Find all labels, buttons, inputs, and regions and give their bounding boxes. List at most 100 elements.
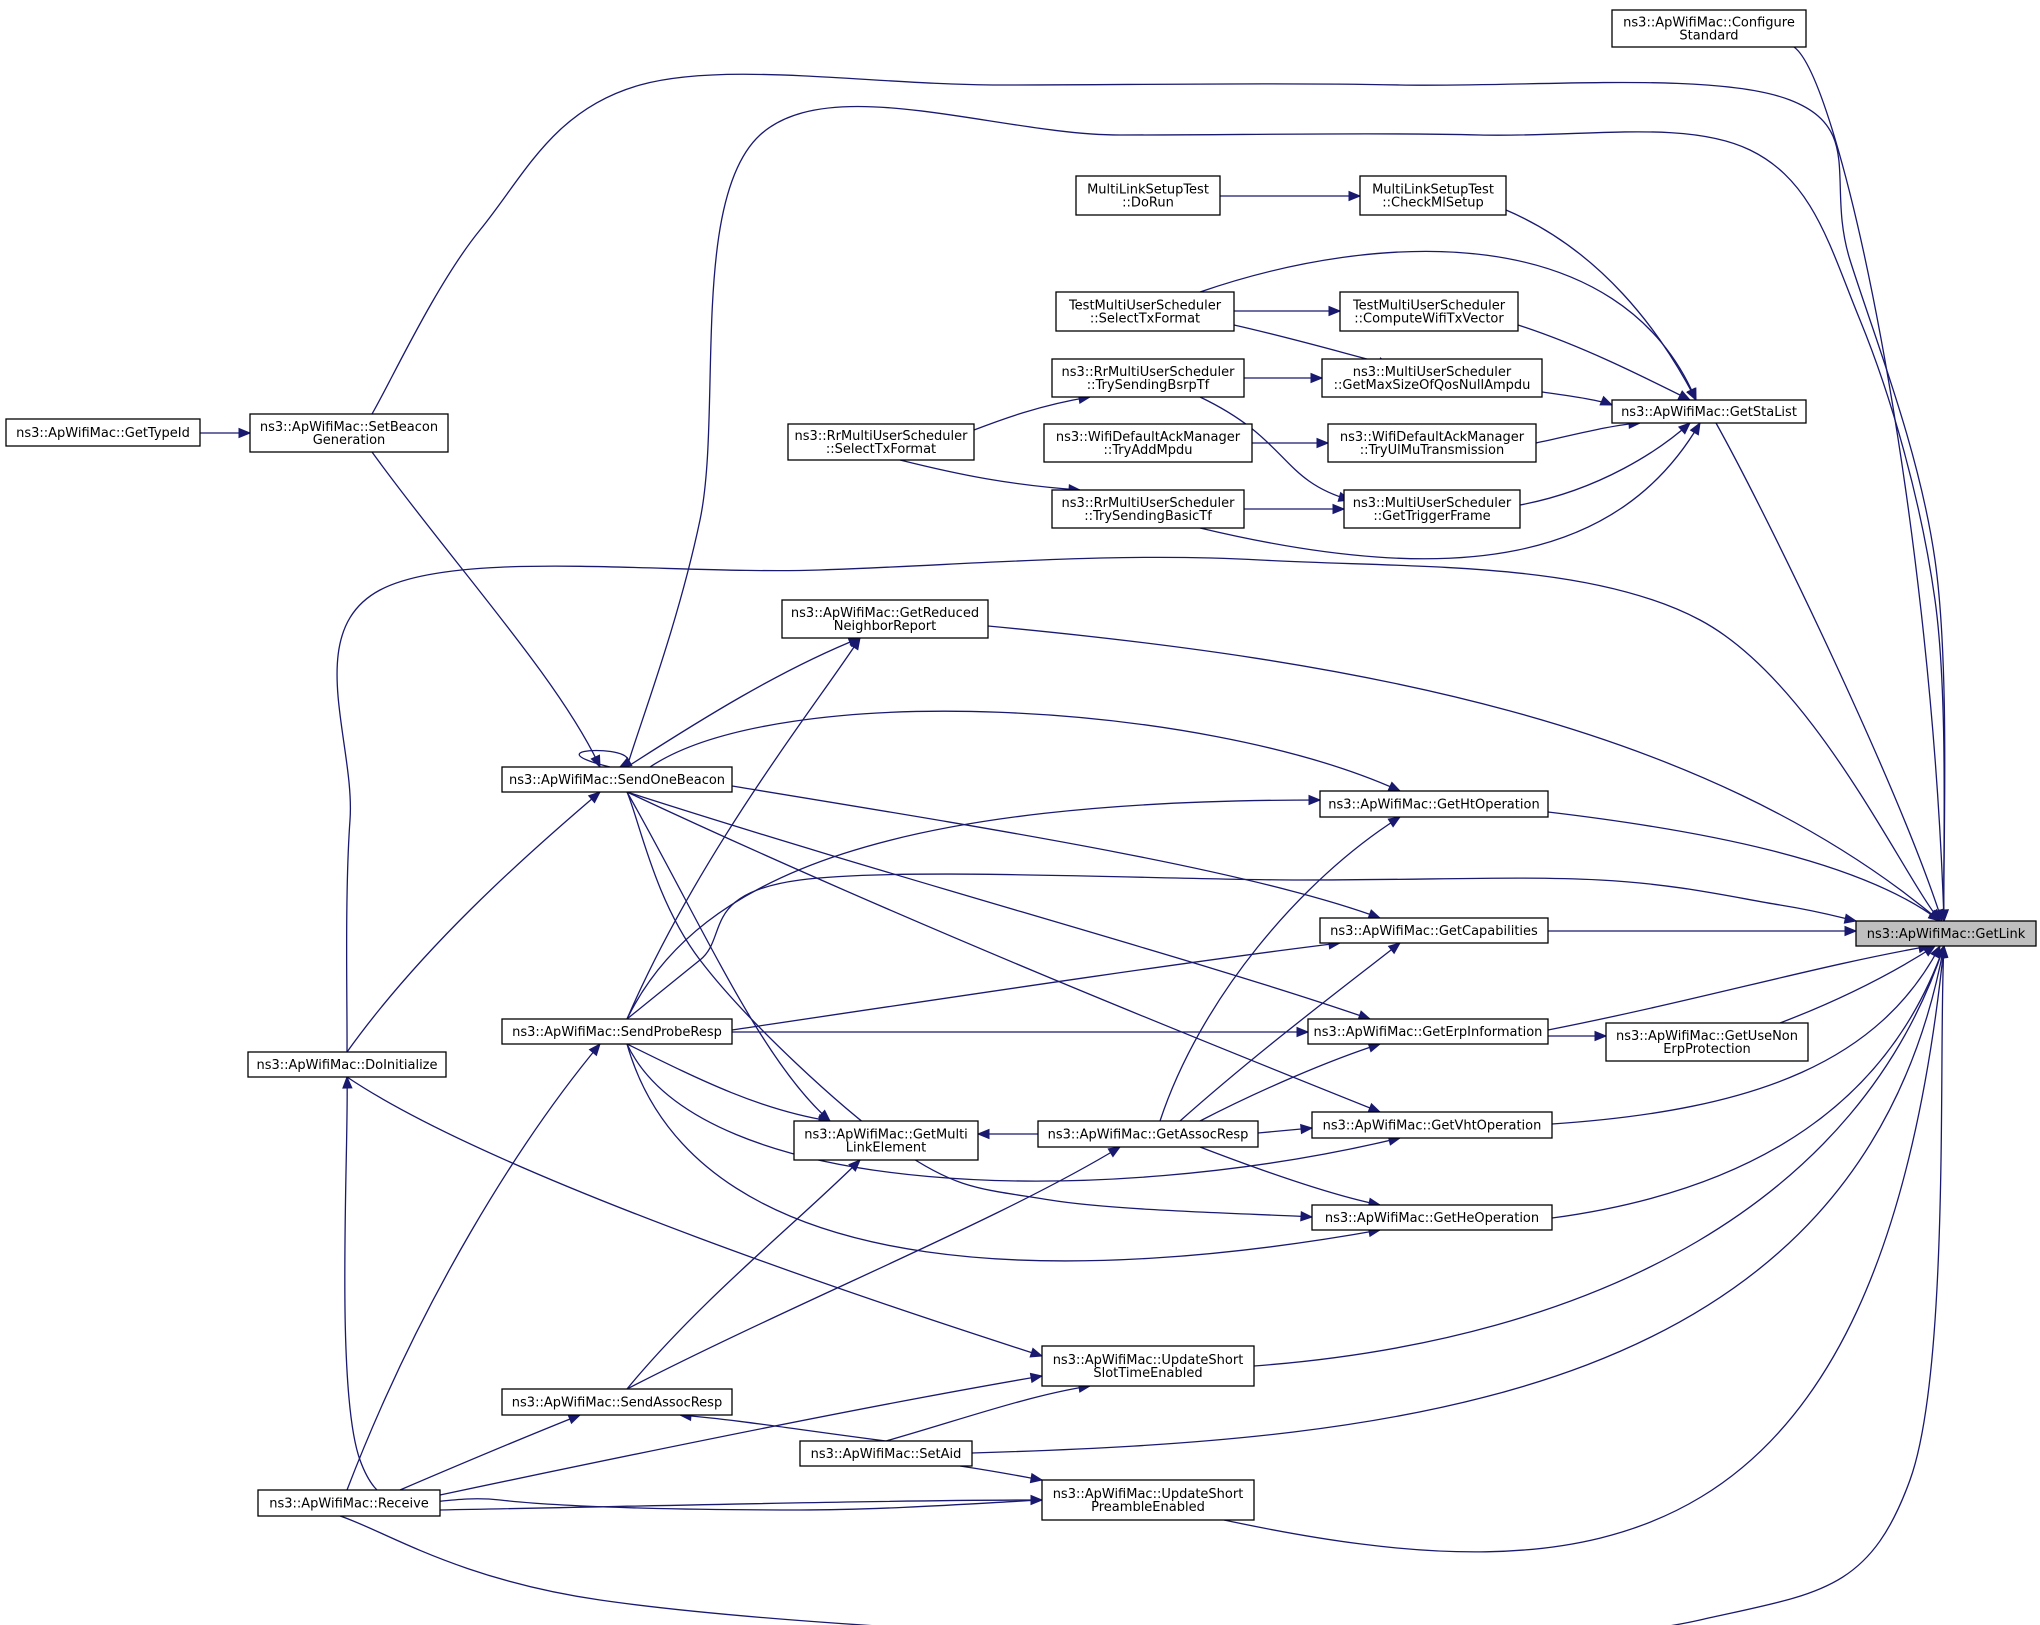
node-rr_bsrp[interactable]: ns3::RrMultiUserScheduler::TrySendingBsr… (1051, 358, 1245, 398)
edge-sendbeacon-to-getlink (626, 105, 1949, 923)
node-shortslot[interactable]: ns3::ApWifiMac::UpdateShortSlotTimeEnabl… (1041, 1345, 1255, 1387)
edge-line (626, 1159, 861, 1390)
edge-line (578, 749, 628, 768)
node-shortpre[interactable]: ns3::ApWifiMac::UpdateShortPreambleEnabl… (1041, 1479, 1255, 1521)
node-caps[interactable]: ns3::ApWifiMac::GetCapabilities (1319, 917, 1549, 944)
edge-line (971, 945, 1945, 1454)
node-box[interactable] (781, 599, 989, 639)
edge-arrowhead (1029, 1372, 1044, 1384)
node-rr_basic[interactable]: ns3::RrMultiUserScheduler::TrySendingBas… (1051, 489, 1245, 529)
edge-line (1793, 46, 1945, 922)
node-box[interactable] (501, 1018, 733, 1045)
edge-arrowhead (238, 427, 252, 439)
node-label: ErpProtection (1663, 1042, 1751, 1057)
node-box[interactable] (1343, 489, 1521, 529)
node-mus_maxsize[interactable]: ns3::MultiUserScheduler::GetMaxSizeOfQos… (1321, 358, 1543, 398)
node-assocresp[interactable]: ns3::ApWifiMac::GetAssocResp (1037, 1120, 1259, 1148)
edge-configure-to-getlink (1793, 46, 1949, 923)
edge-line (371, 73, 1946, 922)
node-box[interactable] (1359, 175, 1507, 216)
node-box[interactable] (799, 1440, 973, 1467)
edge-line (973, 396, 1091, 431)
node-box[interactable] (1327, 423, 1537, 463)
node-doinit[interactable]: ns3::ApWifiMac::DoInitialize (247, 1051, 447, 1078)
node-box[interactable] (257, 1489, 441, 1517)
edge-sendbeacon-to-sendbeacon (578, 749, 633, 768)
edge-erp-to-usenonerp (1548, 1030, 1608, 1042)
node-box[interactable] (1339, 291, 1519, 332)
edge-line (1505, 209, 1697, 401)
node-box[interactable] (1321, 358, 1543, 398)
node-box[interactable] (501, 766, 733, 793)
edge-arrowhead (1296, 1026, 1310, 1038)
node-vhtop[interactable]: ns3::ApWifiMac::GetVhtOperation (1311, 1111, 1553, 1139)
node-box[interactable] (1041, 1479, 1255, 1521)
node-gettypeid[interactable]: ns3::ApWifiMac::GetTypeId (5, 418, 201, 447)
node-receive[interactable]: ns3::ApWifiMac::Receive (257, 1489, 441, 1517)
node-box[interactable] (1043, 423, 1253, 463)
node-box[interactable] (1855, 920, 2037, 947)
node-box[interactable] (1611, 9, 1807, 48)
node-box[interactable] (247, 1051, 447, 1078)
edge-probe-to-heop (626, 1043, 1382, 1262)
edge-line (346, 791, 601, 1053)
node-setaid[interactable]: ns3::ApWifiMac::SetAid (799, 1440, 973, 1467)
node-label: TestMultiUserScheduler (1352, 299, 1506, 314)
edge-arrowhead (1922, 945, 1937, 957)
node-checkml[interactable]: MultiLinkSetupTest::CheckMlSetup (1359, 175, 1507, 216)
node-box[interactable] (501, 1388, 733, 1416)
node-box[interactable] (1311, 1111, 1553, 1139)
node-htop[interactable]: ns3::ApWifiMac::GetHtOperation (1319, 790, 1549, 818)
node-box[interactable] (1041, 1345, 1255, 1387)
nodes-layer: ns3::ApWifiMac::GetLink ns3::ApWifiMac::C… (5, 9, 2037, 1521)
node-mus_trigger[interactable]: ns3::MultiUserScheduler::GetTriggerFrame (1343, 489, 1521, 529)
node-tmus_compute[interactable]: TestMultiUserScheduler::ComputeWifiTxVec… (1339, 291, 1519, 332)
node-box[interactable] (1311, 1204, 1553, 1231)
node-heop[interactable]: ns3::ApWifiMac::GetHeOperation (1311, 1204, 1553, 1231)
node-box[interactable] (787, 423, 975, 461)
node-box[interactable] (1051, 489, 1245, 529)
node-box[interactable] (1611, 399, 1807, 424)
edge-line (346, 1076, 1043, 1357)
node-rr_select[interactable]: ns3::RrMultiUserScheduler::SelectTxForma… (787, 423, 975, 461)
node-box[interactable] (1075, 175, 1221, 216)
node-sendassoc[interactable]: ns3::ApWifiMac::SendAssocResp (501, 1388, 733, 1416)
node-dorun[interactable]: MultiLinkSetupTest::DoRun (1075, 175, 1221, 216)
node-box[interactable] (1307, 1018, 1549, 1045)
edge-arrowhead (1843, 913, 1858, 924)
edge-arrowhead (1029, 1472, 1044, 1484)
edge-arrowhead (1927, 909, 1942, 922)
node-box[interactable] (1605, 1022, 1809, 1062)
edge-line (626, 799, 1321, 1020)
node-sendbeacon[interactable]: ns3::ApWifiMac::SendOneBeacon (501, 766, 733, 793)
node-probe[interactable]: ns3::ApWifiMac::SendProbeResp (501, 1018, 733, 1045)
node-wdam_ulmu[interactable]: ns3::WifiDefaultAckManager::TryUlMuTrans… (1327, 423, 1537, 463)
node-box[interactable] (249, 413, 449, 453)
node-box[interactable] (793, 1120, 979, 1161)
node-box[interactable] (1319, 790, 1549, 818)
node-label: PreambleEnabled (1091, 1500, 1205, 1515)
node-tmus_select[interactable]: TestMultiUserScheduler::SelectTxFormat (1055, 291, 1235, 332)
edges-layer (200, 46, 1949, 1625)
node-label: ns3::ApWifiMac::SendAssocResp (512, 1396, 722, 1411)
node-box[interactable] (1051, 358, 1245, 398)
node-stalist[interactable]: ns3::ApWifiMac::GetStaList (1611, 399, 1807, 424)
node-box[interactable] (1319, 917, 1549, 944)
node-wdam_add[interactable]: ns3::WifiDefaultAckManager::TryAddMpdu (1043, 423, 1253, 463)
node-box[interactable] (1037, 1120, 1259, 1148)
edge-rr_select-to-rr_basic (899, 459, 1082, 495)
node-box[interactable] (5, 418, 201, 447)
node-erp[interactable]: ns3::ApWifiMac::GetErpInformation (1307, 1018, 1549, 1045)
edge-line (1179, 942, 1401, 1122)
edge-receive-to-sendassoc (399, 1414, 582, 1491)
node-box[interactable] (1055, 291, 1235, 332)
edge-arrowhead (1938, 944, 1949, 958)
node-getlink[interactable]: ns3::ApWifiMac::GetLink (1855, 920, 2037, 947)
edge-arrowhead (1300, 1123, 1314, 1135)
edge-arrowhead (1686, 387, 1697, 402)
